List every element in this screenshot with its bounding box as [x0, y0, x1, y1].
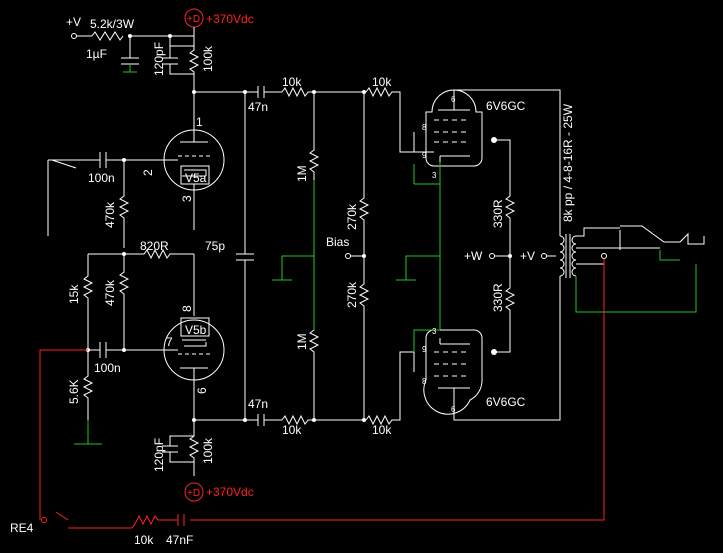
- plate-load-top: [162, 36, 200, 92]
- tube-6v6-bottom: [413, 329, 497, 415]
- 6v6-top-pin-9: 9: [422, 151, 427, 160]
- plate-wire-top: [453, 89, 561, 236]
- res-470k-bot-label: 470k: [103, 279, 117, 306]
- plate-load-bottom: [162, 420, 200, 476]
- res-5k6: [82, 350, 94, 420]
- hv-supply-top: +D: [184, 8, 204, 40]
- tube-v5a-label: V5a: [185, 171, 207, 185]
- 6v6-top-pin-3: 3: [432, 171, 437, 180]
- capacitor-1uf: [121, 36, 139, 73]
- res-10k-feedback-label: 10k: [134, 533, 154, 547]
- 6v6-bot-pin-9: 9: [422, 345, 427, 354]
- v5a-pin-1: 1: [196, 115, 203, 129]
- res-10k-bot-a: [281, 414, 366, 426]
- res-10k-top-a-label: 10k: [282, 75, 302, 89]
- res-5k6-label: 5.6K: [67, 379, 81, 404]
- plus-w-label: +W: [464, 249, 483, 263]
- output-transformer: [541, 234, 577, 278]
- vplus-label: +V: [66, 15, 81, 29]
- supply-resistor-label: 5.2k/3W: [90, 17, 135, 31]
- cap-100n-bot-label: 100n: [94, 361, 121, 375]
- res-10k-top-b: [365, 86, 414, 153]
- hv-supply-bottom: +D: [184, 482, 204, 502]
- res-820r: [88, 248, 194, 260]
- res-10k-top-a: [281, 86, 366, 98]
- cap-120pf-bot-label: 120pF: [152, 438, 166, 472]
- cap-75p-label: 75p: [205, 239, 225, 253]
- tube-6v6-top: [413, 89, 497, 185]
- v5a-pin-2: 2: [141, 169, 155, 176]
- res-10k-bot-a-label: 10k: [282, 423, 302, 437]
- plate-wire-bot: [453, 276, 561, 421]
- capacitor-1uf-label: 1µF: [86, 47, 107, 61]
- res-270k-pair: [358, 92, 370, 420]
- screen-resistors: [494, 139, 516, 353]
- res-1m-top-label: 1M: [295, 165, 309, 182]
- v5b-pin-8: 8: [180, 305, 194, 312]
- transformer-label: 8k pp / 4-8-16R - 25W: [561, 103, 575, 222]
- res-15k-label: 15k: [67, 284, 81, 304]
- res-330r-top-label: 330R: [491, 199, 505, 228]
- svg-text:+D: +D: [187, 488, 200, 499]
- supply-input-vplus: [71, 31, 194, 41]
- res-470k-top-label: 470k: [103, 201, 117, 228]
- plus-v-label: +V: [520, 249, 535, 263]
- res-270k-top-label: 270k: [345, 203, 359, 230]
- res-10k-bot-b-label: 10k: [372, 423, 392, 437]
- tube-v5b-label: V5b: [185, 323, 207, 337]
- tube-v5a: [163, 92, 225, 230]
- res-470k-top: [118, 160, 130, 248]
- v5b-pin-6: 6: [195, 387, 209, 394]
- coupling-cap-bot: [257, 414, 282, 426]
- svg-text:+D: +D: [187, 14, 200, 25]
- res-270k-bot-label: 270k: [345, 281, 359, 308]
- res-1m-bot-label: 1M: [295, 333, 309, 350]
- v5a-pin-3: 3: [180, 195, 194, 202]
- 6v6-bot-pin-6: 6: [451, 405, 456, 414]
- cap-100n-top-label: 100n: [88, 171, 115, 185]
- tube-6v6-top-label: 6V6GC: [486, 99, 526, 113]
- cap-47n-top-label: 47n: [248, 100, 268, 114]
- res-15k: [82, 254, 94, 350]
- hv-bottom-label: +370Vdc: [206, 485, 254, 499]
- re4-label: RE4: [10, 521, 34, 535]
- 6v6-top-pin-8: 8: [422, 123, 427, 132]
- res-100k-bot-label: 100k: [201, 437, 215, 464]
- secondary-ground: [575, 264, 697, 313]
- input-cap-100n-top: [48, 152, 178, 168]
- cap-47n-bot-label: 47n: [248, 397, 268, 411]
- cap-75p: [236, 92, 254, 420]
- output-jack: [601, 225, 705, 261]
- hv-top-label: +370Vdc: [206, 12, 254, 26]
- cap-120pf-top-label: 120pF: [152, 42, 166, 76]
- tube-6v6-bot-label: 6V6GC: [486, 395, 526, 409]
- tube-v5b: [163, 254, 225, 420]
- bias-label: Bias: [326, 235, 349, 249]
- res-10k-bot-b: [365, 351, 414, 426]
- res-10k-top-b-label: 10k: [372, 75, 392, 89]
- res-820r-label: 820R: [140, 239, 169, 253]
- res-330r-bot-label: 330R: [491, 283, 505, 312]
- feedback-loop: [39, 258, 605, 529]
- 6v6-bot-pin-3: 3: [432, 327, 437, 336]
- v5b-pin-7: 7: [166, 335, 173, 349]
- 6v6-bot-pin-8: 8: [422, 377, 427, 386]
- input-cap-100n-bot: [88, 342, 178, 358]
- coupling-cap-top: [257, 86, 282, 98]
- res-100k-top-label: 100k: [201, 45, 215, 72]
- cap-47nf-feedback-label: 47nF: [166, 533, 193, 547]
